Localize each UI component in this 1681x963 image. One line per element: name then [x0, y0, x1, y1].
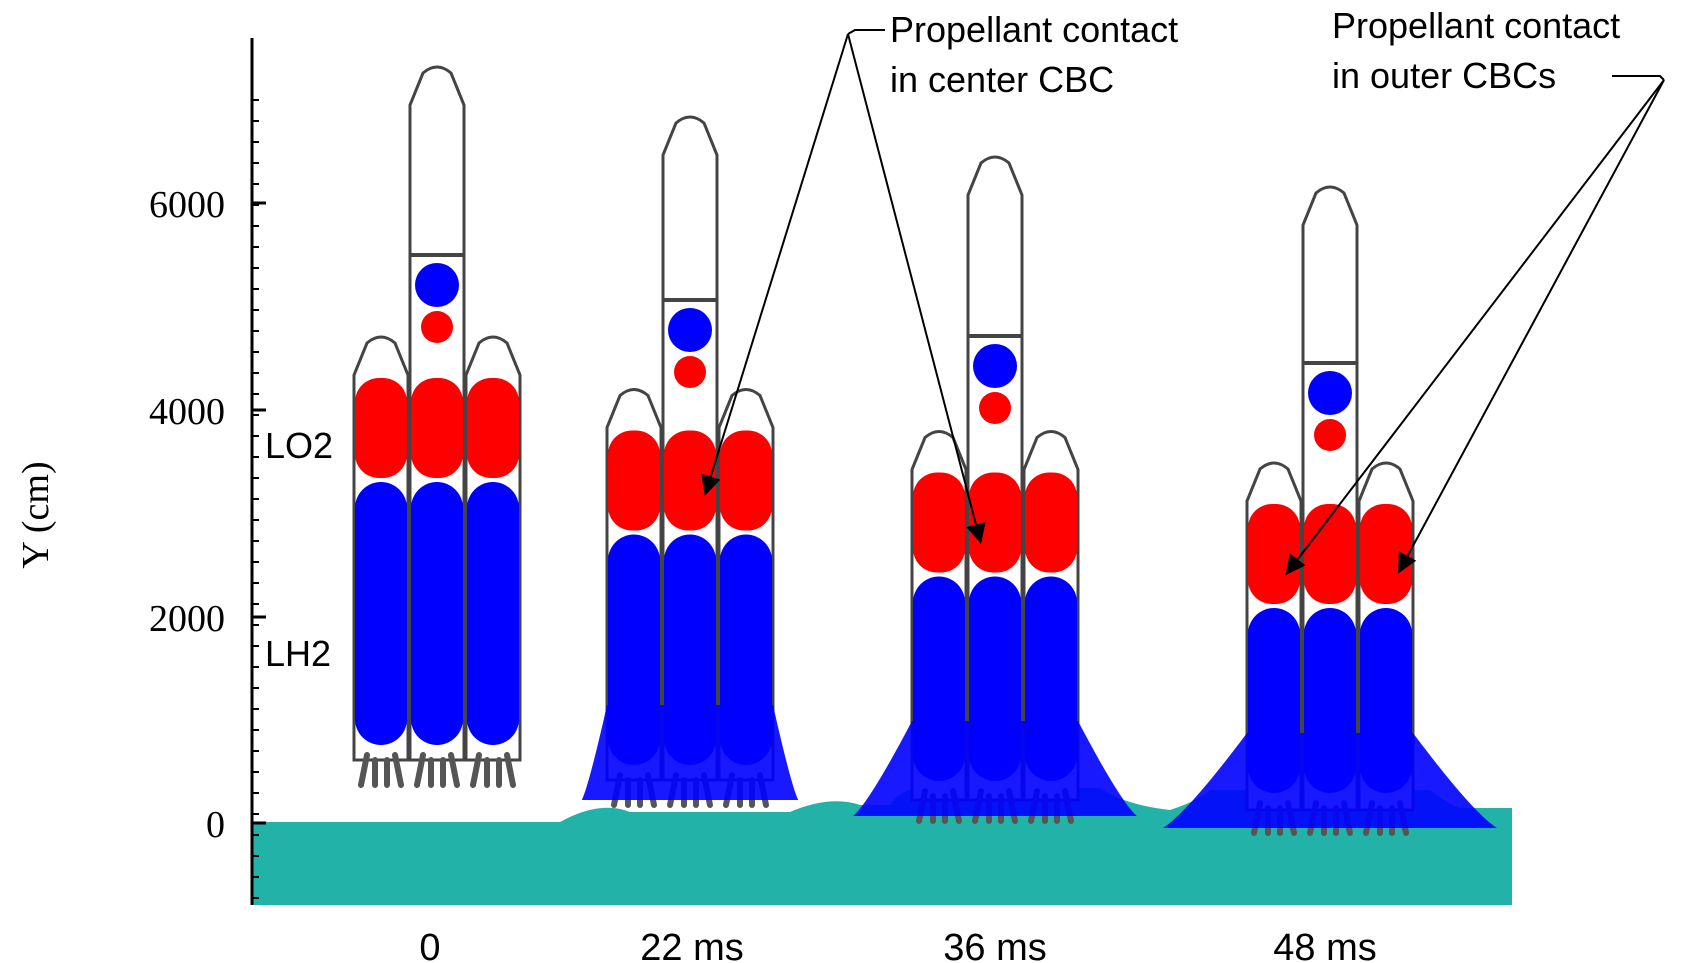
center-leader-arrow	[701, 33, 849, 496]
upper-stage-lh2-tank	[415, 263, 459, 307]
lo2-tank	[1360, 504, 1412, 604]
lh2-splash	[581, 705, 799, 800]
y-tick-label: 6000	[149, 184, 225, 226]
upper-stage-lo2-tank	[421, 311, 453, 343]
lo2-tank	[913, 472, 965, 573]
frame-time-label: 22 ms	[640, 927, 743, 963]
upper-stage-lh2-tank	[668, 308, 712, 352]
lo2-tank	[355, 378, 407, 478]
upper-stage-lo2-tank	[1314, 419, 1346, 451]
lh2-tank	[355, 482, 407, 745]
lo2-tank	[720, 430, 772, 531]
rocket-frame	[1163, 185, 1497, 836]
lh2-label: LH2	[265, 633, 331, 674]
engine-nozzle	[414, 752, 460, 788]
rocket-frames	[352, 65, 1497, 836]
upper-stage-lh2-tank	[1308, 371, 1352, 415]
frame-time-label: 0	[419, 927, 440, 963]
outer-leader-arrow	[1285, 79, 1665, 576]
lh2-splash	[1163, 733, 1497, 828]
outer-annotation-line1: Propellant contact	[1332, 5, 1620, 46]
center-cbc-annotation: Propellant contact in center CBC	[701, 9, 1178, 544]
lo2-tank	[1248, 504, 1300, 604]
y-tick-label: 4000	[149, 391, 225, 433]
lh2-tank	[411, 482, 463, 745]
lo2-tank	[467, 378, 519, 478]
lo2-label: LO2	[265, 425, 333, 466]
rocket-frame	[352, 65, 522, 788]
y-axis: 6000 4000 2000 0 Y (cm)	[15, 38, 266, 905]
lo2-tank	[969, 472, 1021, 573]
rocket-frame	[853, 155, 1137, 824]
lo2-tank	[1025, 472, 1077, 573]
center-annotation-line1: Propellant contact	[890, 9, 1178, 50]
frame-time-label: 48 ms	[1273, 927, 1376, 963]
outer-cbc-annotation: Propellant contact in outer CBCs	[1285, 5, 1665, 576]
lo2-tank	[411, 378, 463, 478]
y-tick-label: 2000	[149, 598, 225, 640]
y-tick-label: 0	[206, 804, 225, 846]
upper-stage-lh2-tank	[973, 344, 1017, 388]
upper-stage-lo2-tank	[979, 392, 1011, 424]
engine-nozzle	[470, 752, 516, 788]
frame-time-label: 36 ms	[943, 927, 1046, 963]
center-leader-arrow	[847, 33, 986, 544]
y-axis-label: Y (cm)	[15, 461, 57, 568]
outer-annotation-line2: in outer CBCs	[1332, 55, 1556, 96]
lo2-tank	[608, 430, 660, 531]
upper-stage-lo2-tank	[674, 356, 706, 388]
engine-nozzle	[358, 752, 404, 788]
lo2-tank	[1304, 504, 1356, 604]
center-annotation-line2: in center CBC	[890, 59, 1114, 100]
outer-leader-arrow	[1398, 79, 1665, 574]
lh2-tank	[467, 482, 519, 745]
lh2-splash	[853, 721, 1137, 816]
lo2-tank	[664, 430, 716, 531]
rocket-frame	[581, 115, 799, 808]
